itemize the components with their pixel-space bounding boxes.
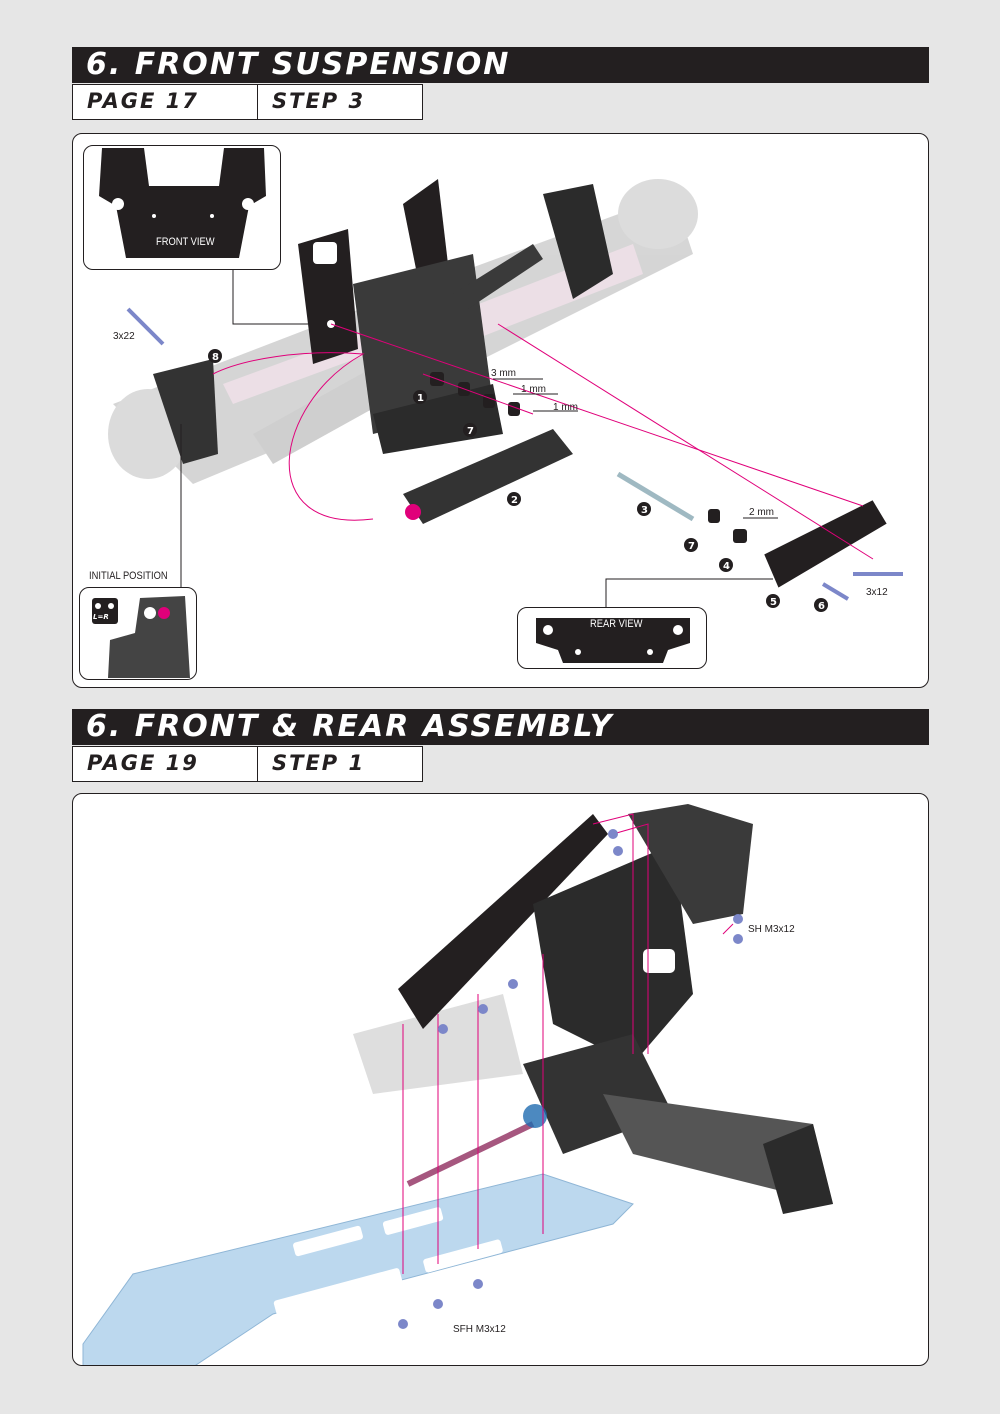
svg-text:4: 4: [723, 561, 730, 572]
label-sh-m3x12: SH M3x12: [748, 924, 795, 935]
screw-3x22: [126, 307, 165, 346]
rear-holder: [761, 497, 890, 591]
label-shim-1mm-b: 1 mm: [553, 402, 578, 413]
bulkhead-plate: [533, 844, 693, 1064]
screws: [398, 829, 743, 1329]
front-view-drawing: [99, 148, 266, 258]
svg-text:5: 5: [770, 597, 777, 608]
svg-text:1: 1: [417, 393, 424, 404]
lower-arm: [403, 429, 573, 524]
label-shim-3mm: 3 mm: [491, 368, 516, 379]
bearing: [523, 1104, 547, 1128]
label-shim-2mm: 2 mm: [749, 507, 774, 518]
lr-badge: L=R: [93, 613, 109, 621]
section2-panel: SH M3x12 SFH M3x12: [72, 793, 929, 1366]
section1-page: PAGE 17: [72, 84, 258, 120]
initial-position-label: INITIAL POSITION: [89, 570, 168, 582]
front-view-label: FRONT VIEW: [156, 236, 215, 248]
callout-3: 3: [637, 502, 651, 516]
callout-4: 4: [719, 558, 733, 572]
callout-7b: 7: [684, 538, 698, 552]
rear-view-inset: REAR VIEW: [517, 607, 707, 669]
chassis-plate: [82, 1173, 634, 1365]
svg-text:2: 2: [511, 495, 518, 506]
label-3x12: 3x12: [866, 587, 888, 598]
svg-text:6: 6: [818, 601, 825, 612]
section2-page: PAGE 19: [72, 746, 258, 782]
section1-panel: 3x22 3x12 3 mm 1 mm 1 mm 2 mm 1 2 3 4 5 …: [72, 133, 929, 688]
label-shim-1mm-a: 1 mm: [521, 384, 546, 395]
label-sfh-m3x12: SFH M3x12: [453, 1324, 506, 1335]
rear-view-label: REAR VIEW: [590, 618, 643, 630]
assembly-guides: [212, 323, 874, 560]
left-hub: [153, 359, 218, 464]
callout-1: 1: [413, 390, 427, 404]
initial-position-drawing: [92, 596, 190, 678]
shock-tower: [628, 804, 753, 924]
section2-subheader: PAGE 19 STEP 1: [72, 746, 423, 782]
section1-subheader: PAGE 17 STEP 3: [72, 84, 423, 120]
bulkhead-holes: [643, 949, 675, 973]
svg-text:7: 7: [688, 541, 695, 552]
hinge-pin: [616, 471, 695, 522]
assembly-guides: [402, 813, 734, 1274]
steering-block: [543, 184, 613, 299]
front-rear-assembly-diagram: SH M3x12 SFH M3x12: [82, 804, 833, 1365]
svg-text:8: 8: [212, 352, 219, 363]
front-suspension-diagram: 3x22 3x12 3 mm 1 mm 1 mm 2 mm 1 2 3 4 5 …: [108, 179, 903, 612]
rear-view-drawing: [536, 618, 690, 663]
plate-cutouts: [273, 1207, 503, 1316]
section2-title: 6. FRONT & REAR ASSEMBLY: [72, 709, 929, 745]
callout-8: 8: [208, 349, 222, 363]
label-3x22: 3x22: [113, 331, 135, 342]
upper-deck-brace: [398, 814, 608, 1029]
section1-title: 6. FRONT SUSPENSION: [72, 47, 929, 83]
svg-text:3: 3: [641, 505, 648, 516]
section2-step: STEP 1: [258, 746, 423, 782]
callout-5: 5: [766, 594, 780, 608]
initial-position-inset: L=R: [79, 587, 197, 680]
hub-carrier: [763, 1124, 833, 1214]
driveshaft: [406, 1121, 535, 1187]
leader-lines: [180, 259, 778, 609]
svg-text:7: 7: [467, 426, 474, 437]
section1-step: STEP 3: [258, 84, 423, 120]
upper-arm: [453, 244, 543, 309]
callout-2: 2: [507, 492, 521, 506]
callout-6: 6: [814, 598, 828, 612]
front-view-inset: FRONT VIEW: [83, 145, 281, 270]
screw-3x12-b: [821, 582, 850, 601]
callout-7a: 7: [463, 423, 477, 437]
